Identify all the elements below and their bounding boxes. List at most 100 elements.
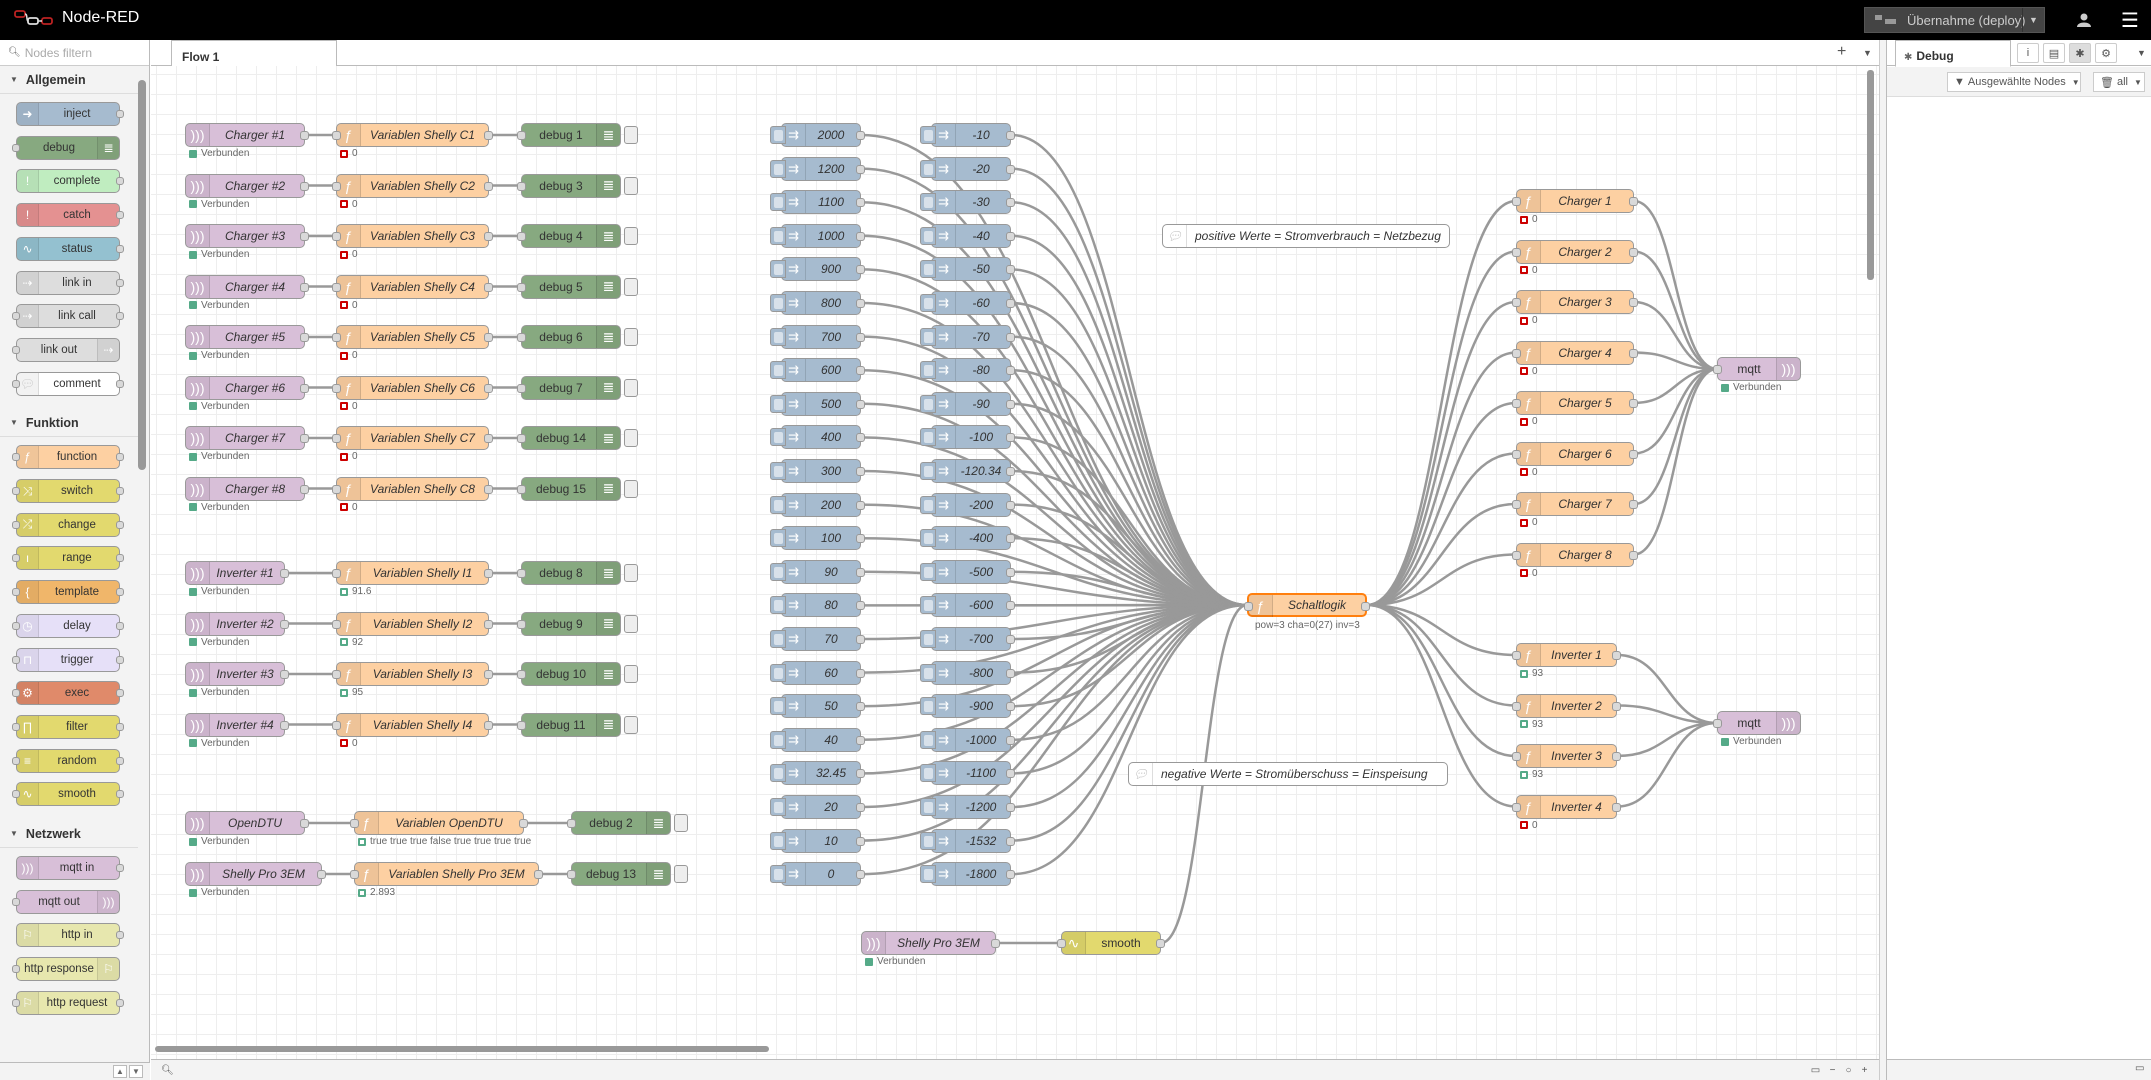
output-port[interactable] — [1006, 332, 1015, 342]
debug-node[interactable]: ≣debug 14 — [517, 426, 638, 450]
inject--90[interactable]: ⇉-90 — [920, 391, 1015, 416]
wire[interactable] — [1366, 553, 1517, 607]
output-port[interactable] — [856, 769, 865, 779]
inject-1100[interactable]: ⇉1100 — [770, 190, 865, 215]
output-port[interactable] — [1629, 247, 1638, 257]
inject-trigger-button[interactable] — [770, 529, 786, 548]
input-port[interactable] — [1512, 247, 1521, 257]
inject--800[interactable]: ⇉-800 — [920, 660, 1015, 685]
mqtt-in-inverter-3[interactable]: )))Inverter #3 — [185, 662, 289, 686]
wire[interactable] — [1010, 234, 1248, 607]
input-port[interactable] — [1512, 348, 1521, 358]
inject-trigger-button[interactable] — [920, 831, 936, 850]
input-port[interactable] — [332, 484, 341, 494]
inject--30[interactable]: ⇉-30 — [920, 190, 1015, 215]
output-port[interactable] — [1006, 433, 1015, 443]
inject--70[interactable]: ⇉-70 — [920, 324, 1015, 349]
inject-trigger-button[interactable] — [920, 865, 936, 884]
debug-toggle-button[interactable] — [624, 328, 638, 346]
debug-node[interactable]: ≣debug 3 — [517, 173, 638, 198]
wire[interactable] — [860, 335, 1248, 607]
debug-clear-button[interactable]: 🗑︎all▼ — [2093, 72, 2145, 92]
inject-20[interactable]: ⇉20 — [770, 795, 865, 819]
inject--1800[interactable]: ⇉-1800 — [920, 862, 1015, 887]
inject-trigger-button[interactable] — [920, 193, 936, 212]
tab-debug[interactable]: ✱Debug — [1895, 40, 2011, 67]
wire[interactable] — [1616, 704, 1718, 725]
inject-60[interactable]: ⇉60 — [770, 660, 865, 685]
wire[interactable] — [1010, 469, 1248, 607]
palette-node-trigger[interactable]: ⊓trigger — [12, 647, 124, 672]
wire[interactable] — [1010, 603, 1248, 742]
wire[interactable] — [1366, 603, 1517, 707]
output-port[interactable] — [856, 534, 865, 544]
inject-trigger-button[interactable] — [770, 798, 786, 816]
inject--120.34[interactable]: ⇉-120.34 — [920, 459, 1015, 483]
input-port[interactable] — [332, 434, 341, 443]
palette-category-netzwerk[interactable]: ▼Netzwerk — [0, 820, 138, 848]
wire[interactable] — [1010, 503, 1248, 607]
input-port[interactable] — [1512, 701, 1521, 711]
mqtt-in-charger-4[interactable]: )))Charger #4 — [185, 274, 309, 299]
wire[interactable] — [1366, 603, 1517, 808]
wire[interactable] — [1616, 721, 1718, 808]
wire[interactable] — [1366, 502, 1517, 607]
output-port[interactable] — [1006, 299, 1015, 308]
output-port[interactable] — [280, 569, 289, 578]
inject-700[interactable]: ⇉700 — [770, 324, 865, 349]
inject-trigger-button[interactable] — [920, 260, 936, 279]
debug-node[interactable]: ≣debug 7 — [517, 375, 638, 400]
output-port[interactable] — [1612, 802, 1621, 812]
wire[interactable] — [860, 368, 1248, 607]
output-port[interactable] — [484, 720, 493, 730]
output-port[interactable] — [300, 484, 309, 494]
output-port[interactable] — [484, 619, 493, 629]
inject-trigger-button[interactable] — [920, 630, 936, 648]
output-port[interactable] — [1006, 836, 1015, 846]
debug-node[interactable]: ≣debug 15 — [517, 476, 638, 501]
input-port[interactable] — [332, 282, 341, 292]
inject-900[interactable]: ⇉900 — [770, 257, 865, 282]
wire[interactable] — [1366, 401, 1517, 607]
debug-toggle-button[interactable] — [674, 814, 688, 832]
smooth-node[interactable]: ∿smooth — [1057, 931, 1165, 955]
output-port[interactable] — [484, 569, 493, 578]
zoom-reset-icon[interactable]: ○ — [1845, 1064, 1852, 1076]
inject-trigger-button[interactable] — [920, 361, 936, 380]
output-port[interactable] — [1629, 500, 1638, 509]
wire[interactable] — [1010, 301, 1248, 607]
input-port[interactable] — [567, 870, 576, 879]
inject-trigger-button[interactable] — [920, 428, 936, 447]
wire[interactable] — [1366, 603, 1517, 657]
mqtt-in-charger-8[interactable]: )))Charger #8 — [185, 476, 309, 501]
input-port[interactable] — [1512, 298, 1521, 307]
expand-all-icon[interactable]: ▼ — [129, 1065, 143, 1078]
inject-trigger-button[interactable] — [920, 126, 936, 144]
inject-trigger-button[interactable] — [770, 226, 786, 245]
output-port[interactable] — [300, 232, 309, 241]
inject-trigger-button[interactable] — [920, 764, 936, 783]
mqtt-in-shelly-pro-3em[interactable]: )))Shelly Pro 3EM — [185, 862, 326, 886]
output-port[interactable] — [1629, 298, 1638, 307]
inject-300[interactable]: ⇉300 — [770, 459, 865, 483]
palette-node-http-in[interactable]: ⚐http in — [16, 923, 124, 948]
bug-icon[interactable]: ✱ — [2069, 43, 2091, 63]
wire[interactable] — [1366, 199, 1517, 607]
debug-toggle-button[interactable] — [624, 429, 638, 447]
output-port[interactable] — [1006, 668, 1015, 678]
input-port[interactable] — [517, 670, 526, 679]
inject-trigger-button[interactable] — [920, 294, 936, 312]
output-port[interactable] — [1612, 701, 1621, 711]
inject-100[interactable]: ⇉100 — [770, 526, 865, 551]
inject-90[interactable]: ⇉90 — [770, 559, 865, 584]
wire[interactable] — [860, 234, 1248, 607]
palette-node-link-in[interactable]: ⇢link in — [16, 270, 124, 295]
search-icon[interactable]: 🔍︎ — [161, 1064, 174, 1076]
mqtt-in-charger-1[interactable]: )))Charger #1 — [185, 123, 309, 147]
add-flow-icon[interactable]: + — [1837, 43, 1847, 60]
